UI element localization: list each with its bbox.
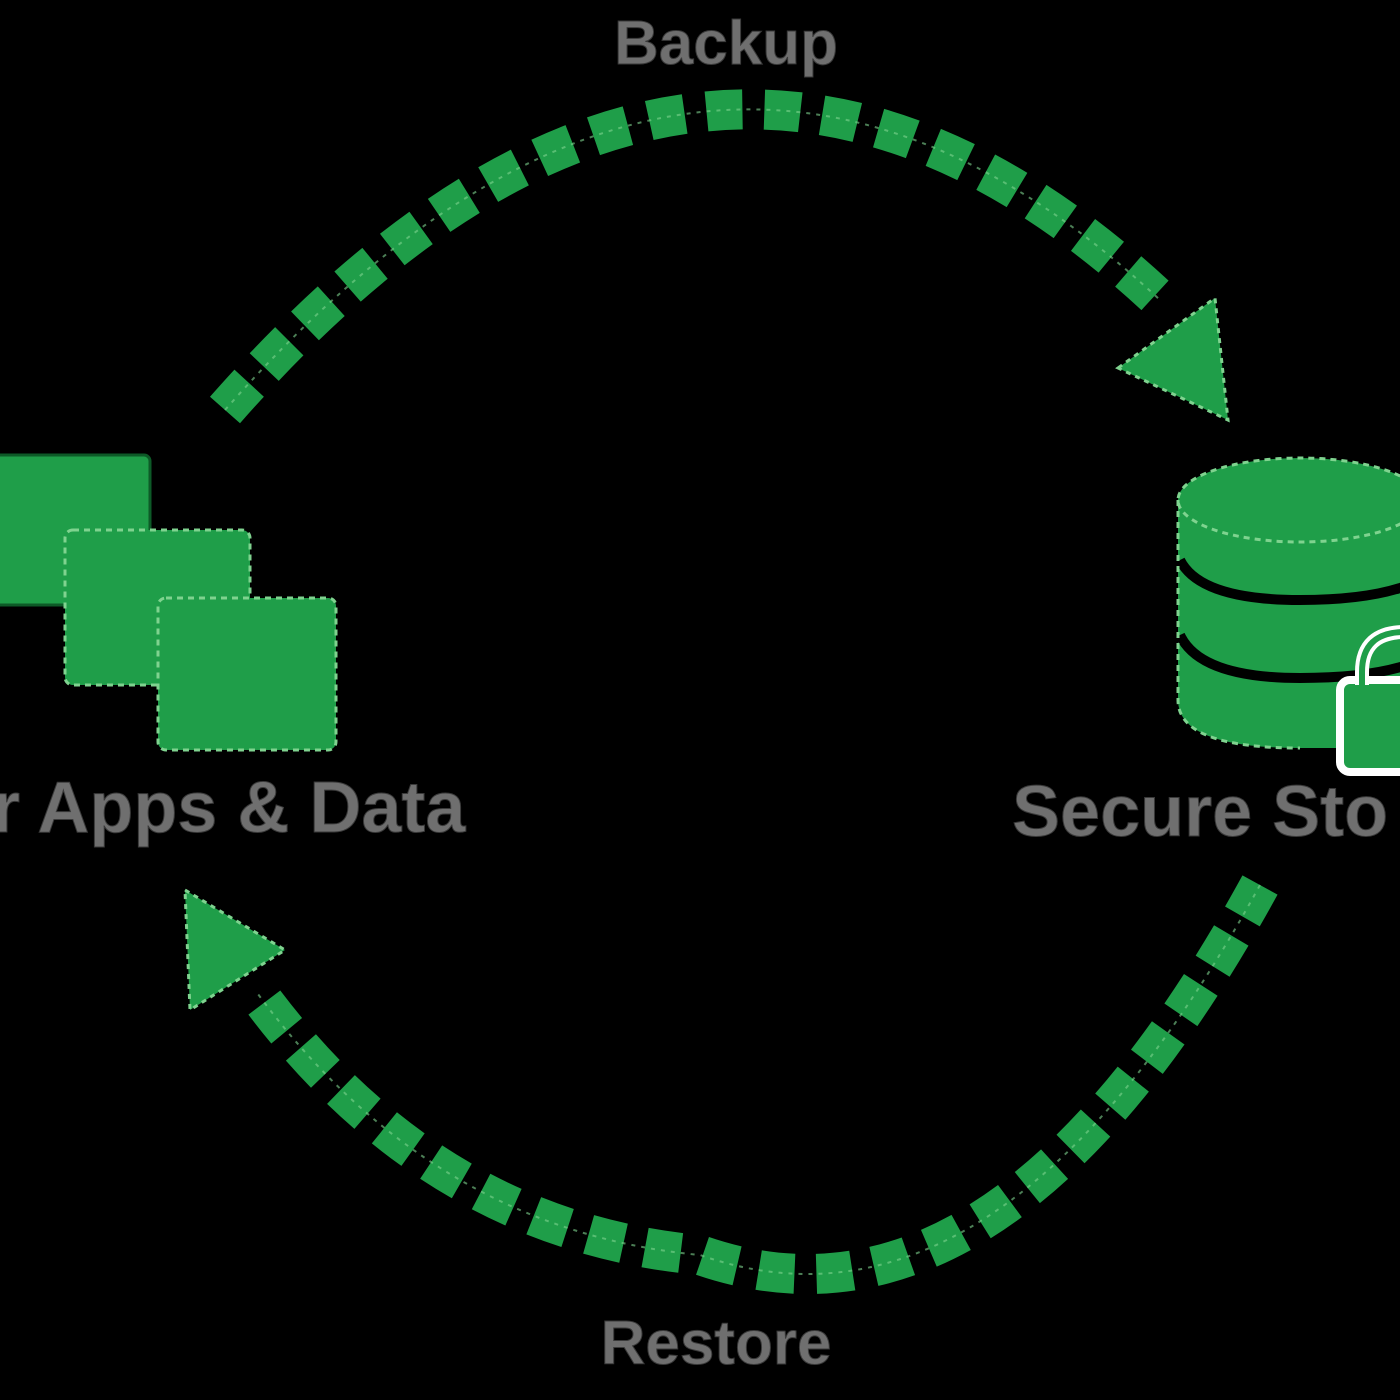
database-top (1176, 456, 1400, 544)
restore-arc-outline (254, 884, 1261, 1275)
padlock-shackle-inner (1359, 629, 1400, 685)
stacked-windows-icon (0, 453, 338, 752)
backup-arc (209, 89, 1174, 424)
backup-label: Backup (614, 9, 838, 78)
restore-label: Restore (601, 1309, 832, 1378)
restore-arc (238, 875, 1278, 1294)
restore-arrow-icon (183, 887, 288, 1013)
apps-data-label: r Apps & Data (0, 768, 466, 848)
database-outline (1176, 500, 1301, 750)
padlock-icon (1336, 625, 1400, 776)
backup-arrow-icon (1115, 295, 1230, 423)
secure-storage-label: Secure Sto (1012, 772, 1388, 852)
database-ring-2 (1175, 632, 1400, 684)
database-ring-1 (1175, 557, 1400, 606)
padlock-body (1336, 676, 1400, 776)
window-front (156, 596, 338, 752)
